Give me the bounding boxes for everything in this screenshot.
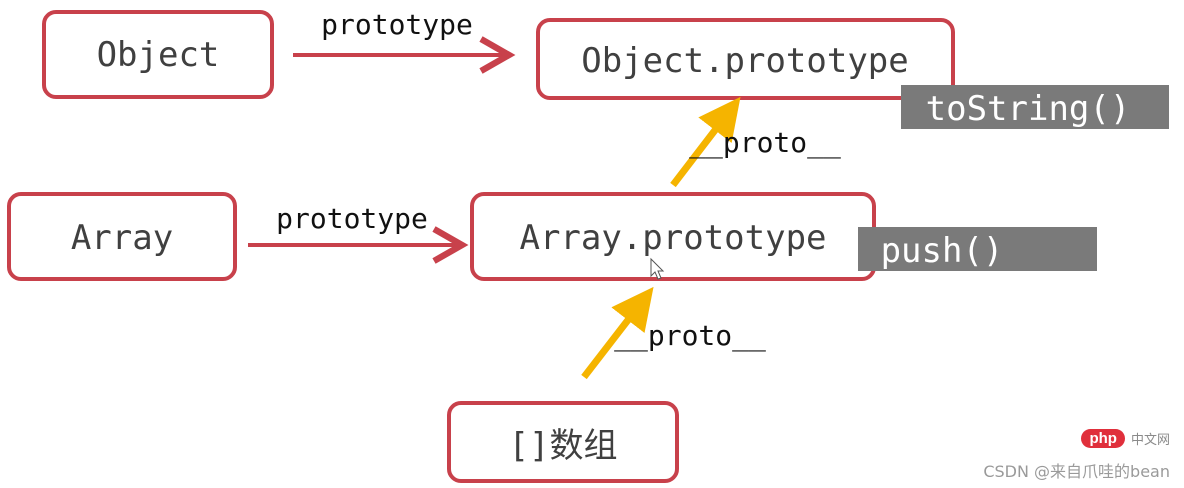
tostring-method-label: toString() <box>926 89 1131 129</box>
array-instance-node: []数组 <box>447 401 679 483</box>
array-prototype-node: Array.prototype <box>470 192 876 281</box>
object-prototype-node: Object.prototype <box>536 18 955 100</box>
mouse-cursor-icon <box>650 257 665 280</box>
array-prototype-node-label: Array.prototype <box>519 218 826 258</box>
array-instance-node-label: []数组 <box>509 426 618 466</box>
object-prototype-node-label: Object.prototype <box>581 41 909 81</box>
array-prototype-arrow-label: prototype <box>276 202 428 235</box>
push-method-label: push() <box>881 231 1004 271</box>
php-logo-icon: php <box>1081 429 1125 448</box>
watermark-php-badge: php 中文网 <box>1081 429 1170 448</box>
csdn-credit: CSDN @来自爪哇的bean <box>983 462 1170 481</box>
object-prototype-arrow-label: prototype <box>321 8 473 41</box>
php-site-label: 中文网 <box>1130 433 1170 448</box>
object-node-label: Object <box>97 35 220 75</box>
push-method-box: push() <box>858 227 1097 271</box>
tostring-method-box: toString() <box>901 85 1169 129</box>
instance-to-array-proto-label: __proto__ <box>614 319 766 353</box>
array-proto-to-object-proto-arrow <box>670 96 741 188</box>
array-proto-to-object-proto-label: __proto__ <box>689 126 841 160</box>
array-node: Array <box>7 192 237 281</box>
object-node: Object <box>42 10 274 99</box>
instance-to-array-proto-arrow <box>581 286 654 380</box>
array-node-label: Array <box>71 218 173 258</box>
